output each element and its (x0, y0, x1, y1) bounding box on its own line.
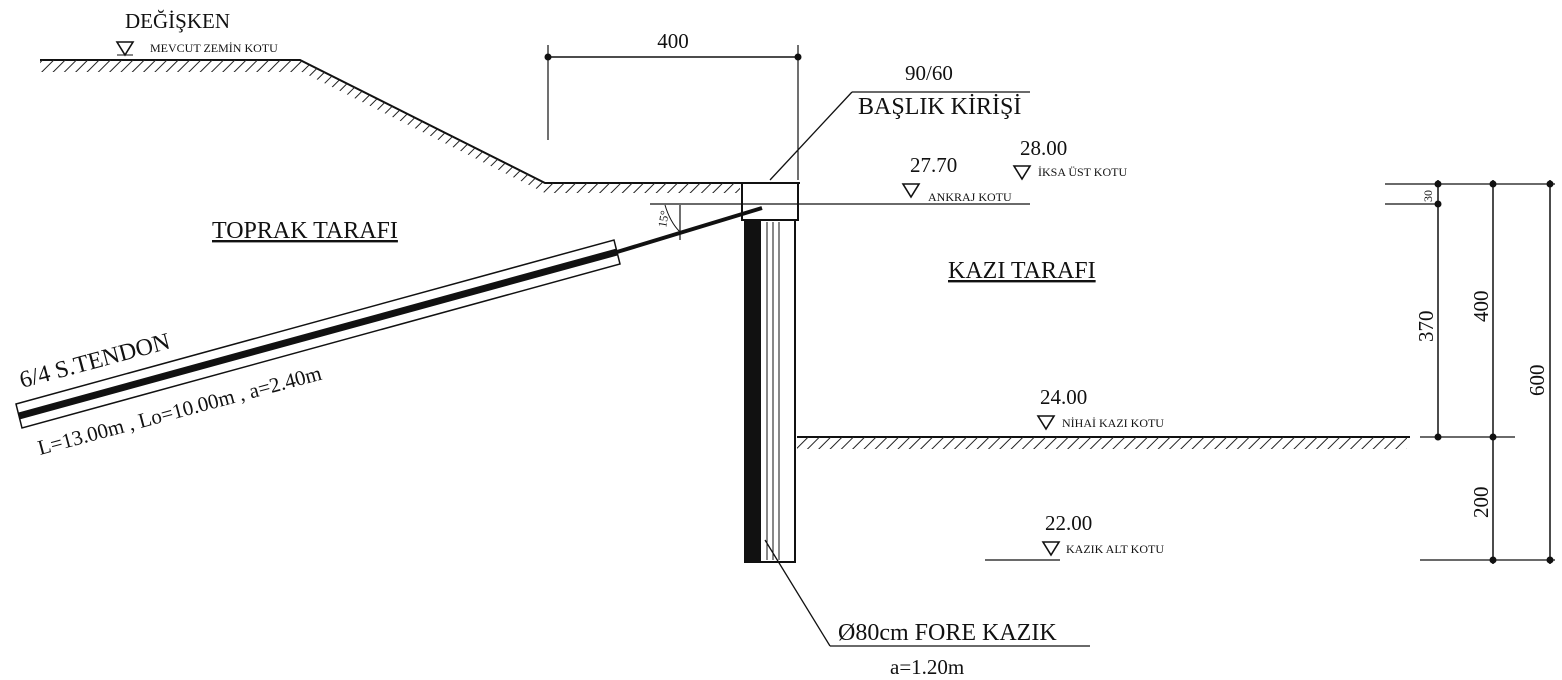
toprak-tarafi-label: TOPRAK TARAFI (212, 218, 398, 244)
nihai-marker (1036, 415, 1056, 431)
bored-pile (744, 219, 796, 563)
dim-400: 400 (1469, 291, 1493, 323)
iksa-elev: 28.00 (1020, 136, 1067, 160)
baslik-kirisi-label: BAŞLIK KİRİŞİ (858, 94, 1021, 120)
nihai-label: NİHAİ KAZI KOTU (1062, 416, 1164, 430)
angle-label: 15° (655, 209, 672, 228)
angle-marker (664, 204, 681, 240)
nihai-elev: 24.00 (1040, 385, 1087, 409)
iksa-marker (1012, 165, 1032, 181)
excavation-ground (797, 436, 1410, 449)
right-dimensions (1385, 180, 1555, 564)
degisken-label: DEĞİŞKEN (125, 9, 230, 33)
top-width-dim: 400 (657, 29, 689, 53)
capping-beam (741, 182, 799, 221)
tendon-anchor (15, 206, 763, 429)
kazik-marker (1041, 541, 1061, 557)
baslik-leader (769, 91, 853, 181)
existing-level-marker (115, 41, 135, 57)
kazik-label: KAZIK ALT KOTU (1066, 542, 1164, 556)
top-dimension (544, 45, 802, 180)
existing-ground (40, 59, 800, 193)
fore-spacing-label: a=1.20m (890, 655, 964, 679)
kazi-tarafi-label: KAZI TARAFI (948, 258, 1096, 284)
fore-leader (764, 539, 831, 647)
baslik-size: 90/60 (905, 61, 953, 85)
ankraj-label: ANKRAJ KOTU (928, 190, 1012, 204)
kazik-elev: 22.00 (1045, 511, 1092, 535)
dim-200: 200 (1469, 487, 1493, 519)
ankraj-marker (901, 183, 921, 199)
fore-kazik-label: Ø80cm FORE KAZIK (838, 620, 1057, 646)
mevcut-zemin-label: MEVCUT ZEMİN KOTU (150, 41, 278, 55)
dim-370: 370 (1414, 311, 1438, 343)
dim-30: 30 (1421, 190, 1435, 202)
iksa-label: İKSA ÜST KOTU (1038, 165, 1127, 179)
dim-600: 600 (1525, 365, 1549, 397)
ankraj-elev: 27.70 (910, 153, 957, 177)
